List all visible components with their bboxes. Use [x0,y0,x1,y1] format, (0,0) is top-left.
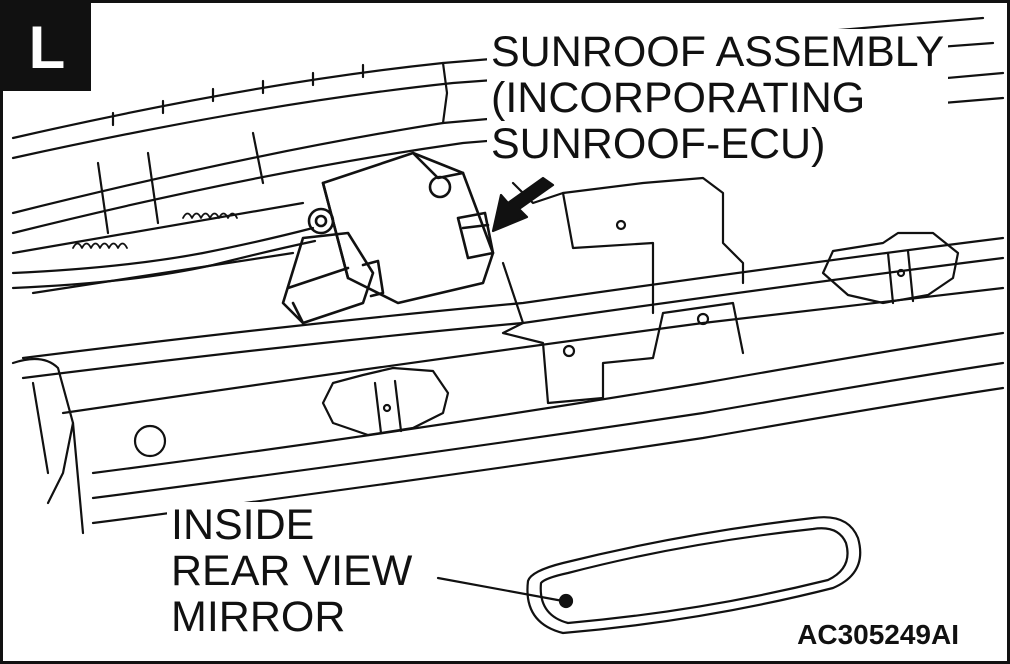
label-line: INSIDE [171,501,315,549]
wiring-harness [11,226,317,290]
trim-clip-right [821,231,960,305]
sunroof-ecu-assembly [281,151,495,325]
trim-clip-left [321,366,450,437]
upper-rail-tabs [96,61,449,235]
label-line: SUNROOF ASSEMBLY [491,28,945,76]
rear-view-mirror-label: INSIDE REAR VIEW MIRROR [167,501,417,641]
left-pillar [11,357,85,535]
label-line: (INCORPORATING [491,74,866,122]
figure-code: AC305249AI [797,619,959,650]
center-bracket [501,141,745,405]
ecu-pointer-arrow [491,176,555,233]
label-line: REAR VIEW [171,547,413,595]
rear-view-mirror [526,516,862,635]
sunroof-assembly-label: SUNROOF ASSEMBLY (INCORPORATING SUNROOF-… [487,28,949,168]
section-letter-badge: L [3,3,91,91]
mounting-hole [133,424,167,458]
roof-panel-illustration [11,16,1005,635]
mirror-leader-line [436,576,574,609]
connector-strips [72,212,238,249]
label-line: SUNROOF-ECU) [491,120,826,168]
roof-frame-lines [11,16,1005,525]
label-line: MIRROR [171,593,346,641]
